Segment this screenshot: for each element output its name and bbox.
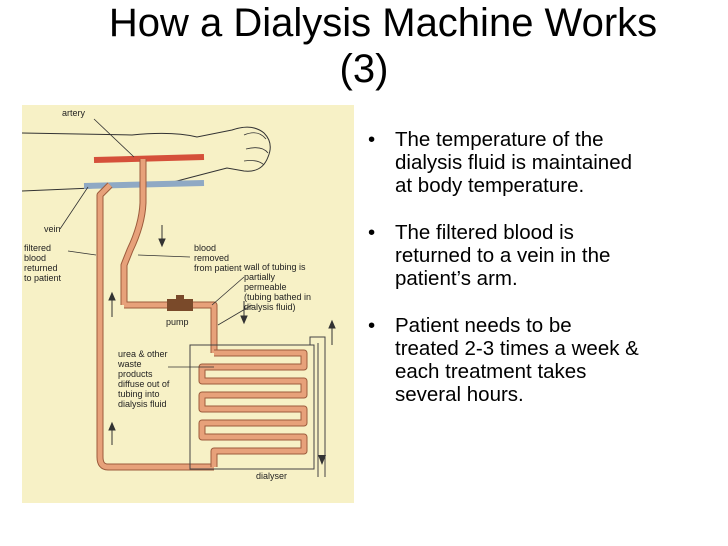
dialyser-box: [189, 344, 315, 470]
label-pump: pump: [166, 317, 189, 327]
dialysis-fluid-pipe: [309, 336, 326, 477]
flow-arrows: [108, 225, 336, 445]
label-artery: artery: [62, 108, 86, 118]
bullet-dot: •: [368, 221, 376, 244]
label-wall: wall of tubing is partially permeable (t…: [243, 262, 314, 312]
slide-title: How a Dialysis Machine Works (3): [0, 0, 728, 92]
dialysis-diagram: artery vein filtered blood returned to p…: [22, 105, 354, 503]
label-vein: vein: [44, 224, 61, 234]
label-blood-removed: blood removed from patient: [194, 243, 242, 273]
label-filtered: filtered blood returned to patient: [24, 243, 62, 283]
bullet-item: • Patient needs to be treated 2-3 times …: [368, 314, 639, 406]
bullet-dot: •: [368, 314, 376, 337]
label-urea: urea & other waste products diffuse out …: [117, 349, 172, 409]
bullet-item: • The temperature of the dialysis fluid …: [368, 128, 633, 197]
fluid-arrow-icon: [318, 455, 326, 465]
tubing: [96, 159, 308, 471]
label-dialyser: dialyser: [256, 471, 287, 481]
bullet-dot: •: [368, 128, 376, 151]
title-line-1: How a Dialysis Machine Works: [108, 1, 658, 45]
bullet-list: • The temperature of the dialysis fluid …: [366, 128, 728, 430]
title-line-2: (3): [339, 47, 389, 91]
pump-icon: [167, 299, 193, 311]
artery-vessel: [93, 154, 205, 163]
arm-outline: [22, 126, 271, 192]
bullet-item: • The filtered blood is returned to a ve…: [368, 221, 611, 290]
fist-icon: [243, 132, 269, 166]
